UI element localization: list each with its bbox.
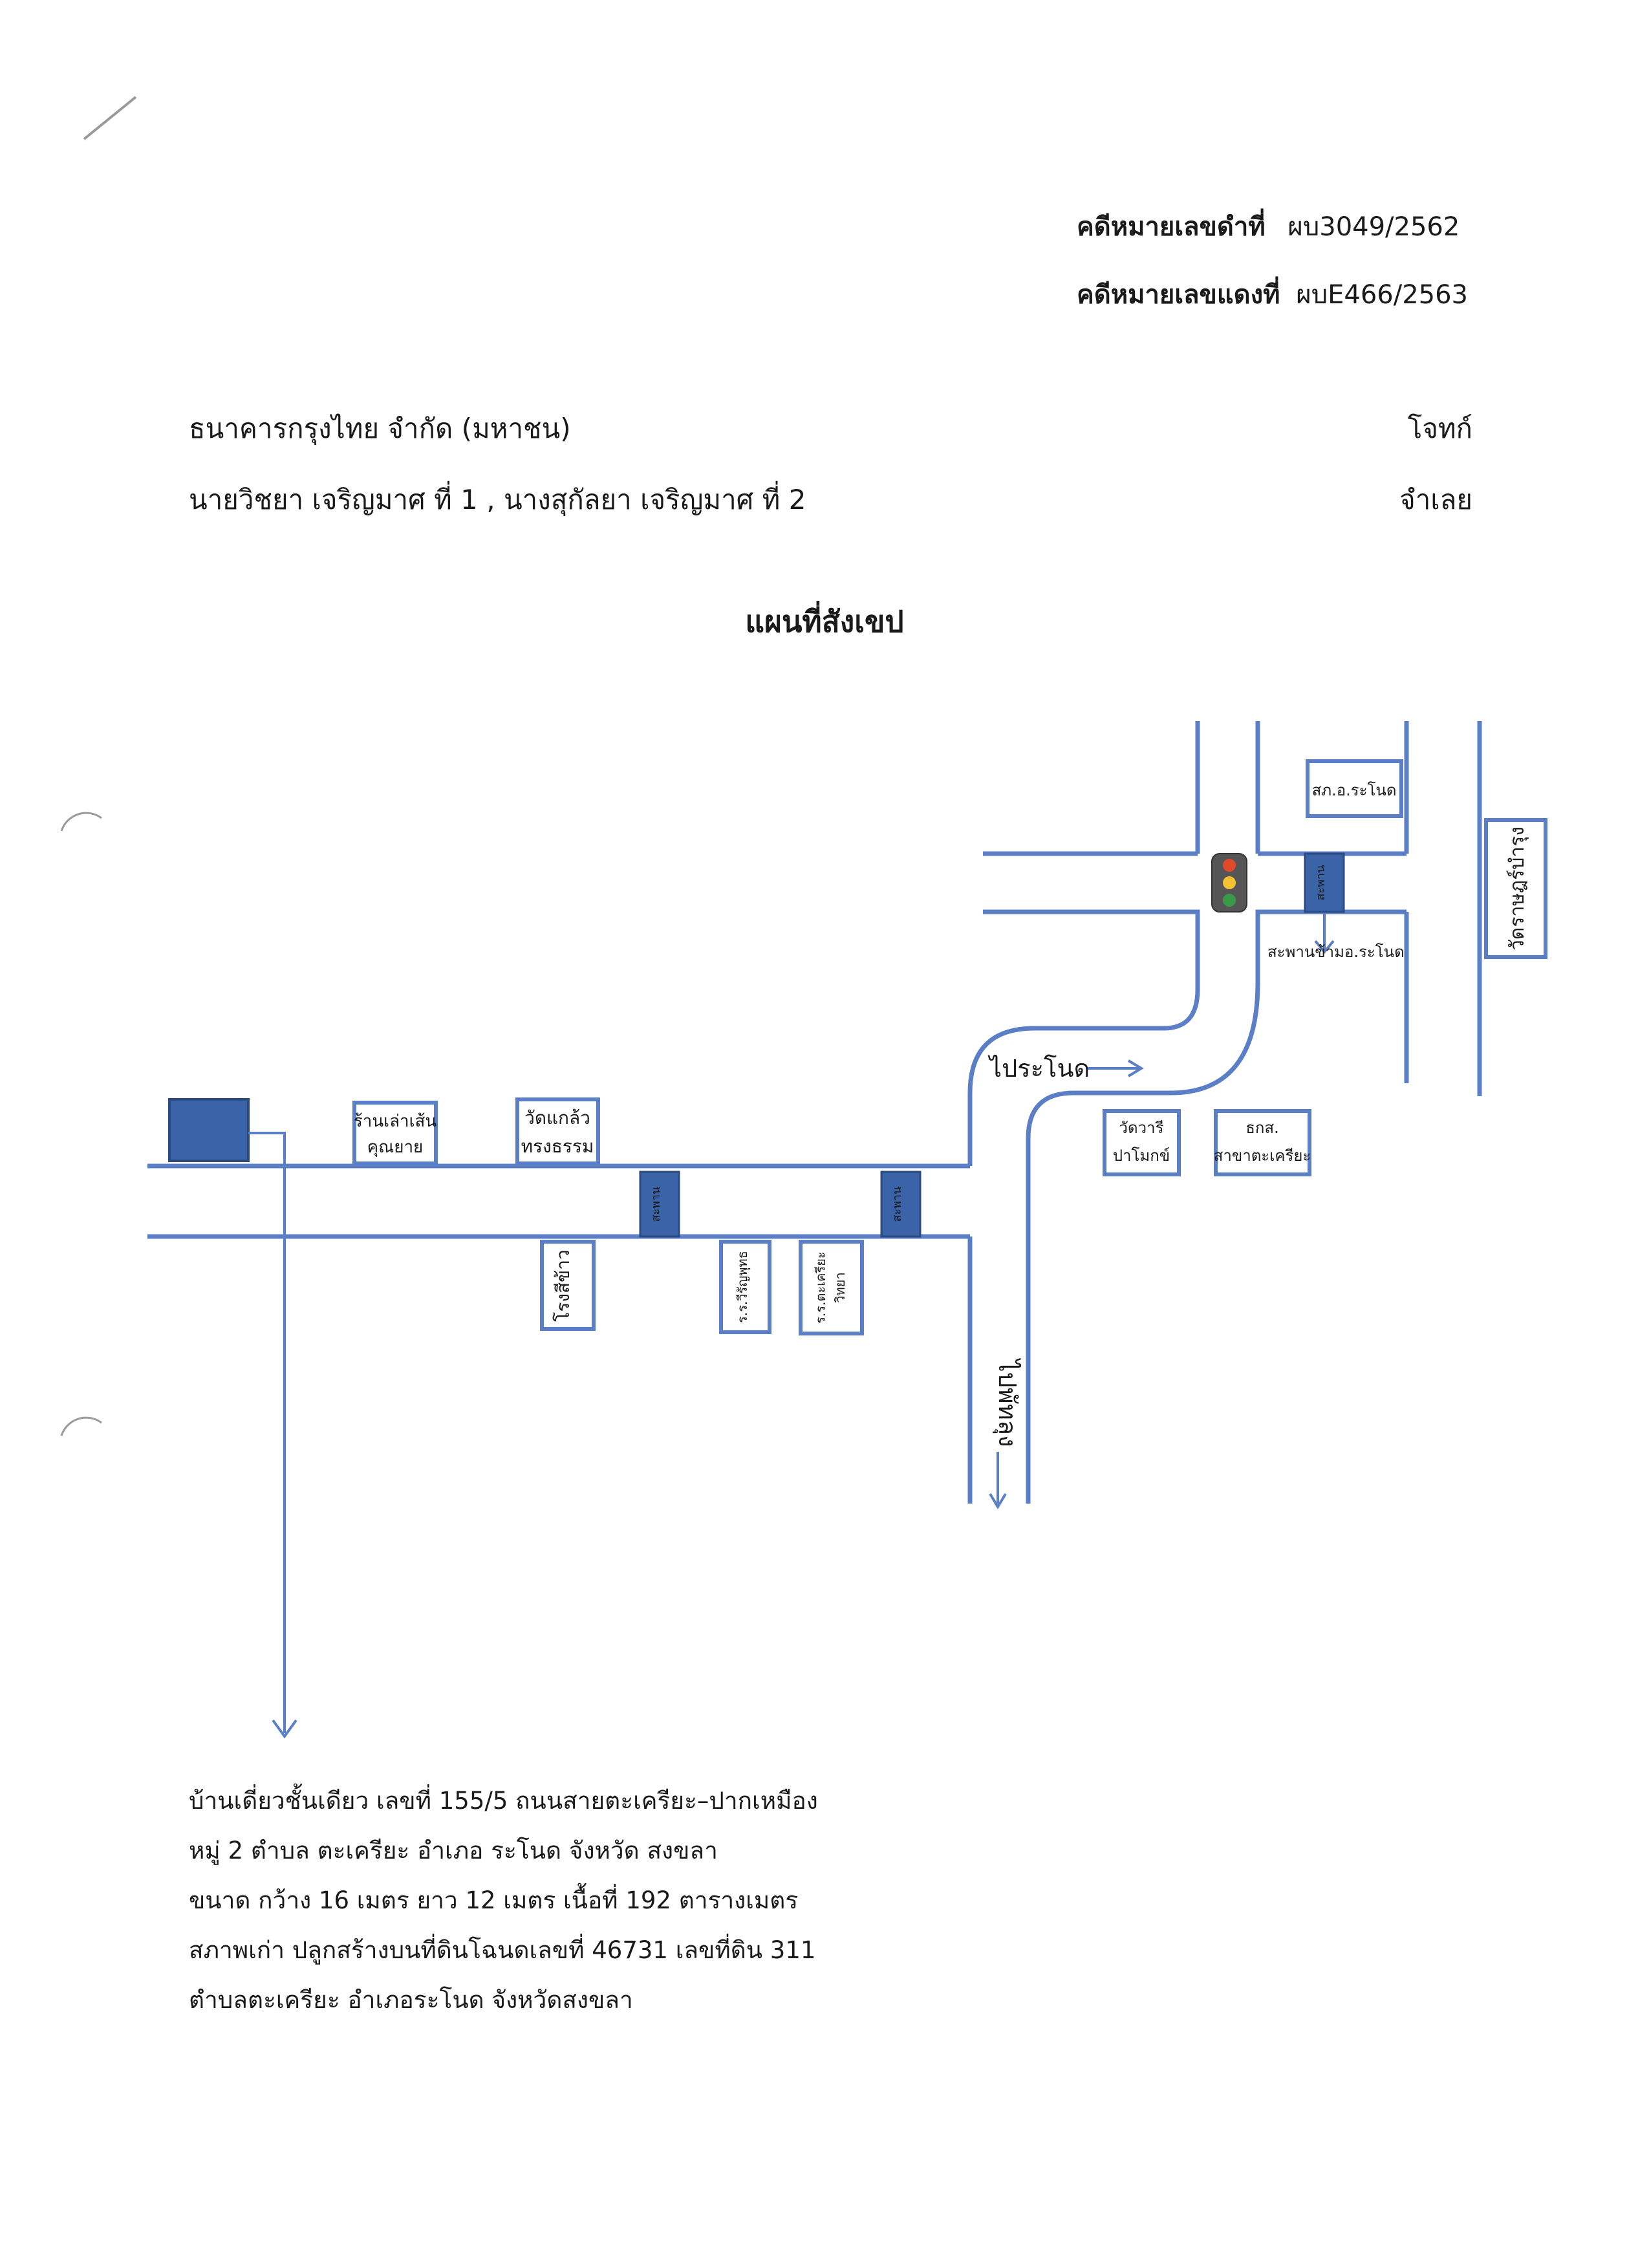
noodle-shop-label-2: คุณยาย: [367, 1138, 424, 1157]
red-case-label: คดีหมายเลขแดงที่: [1077, 280, 1280, 310]
school-2-label-2: วิทยา: [832, 1272, 848, 1302]
red-case-value: ผบE466/2563: [1296, 280, 1469, 310]
temple-label-1: วัดแกล้ว: [524, 1107, 590, 1129]
school-1-box: [719, 1240, 771, 1334]
baac-box: [1214, 1109, 1311, 1176]
house-pointer-arrow-head: [272, 1719, 297, 1739]
police-station-box: [1306, 759, 1403, 818]
black-case-number: คดีหมายเลขดำที่ ผบ3049/2562: [1077, 206, 1460, 247]
defendants-names: นายวิชยา เจริญมาศ ที่ 1 , นางสุกัลยา เจร…: [189, 484, 806, 515]
description-line-5: ตำบลตะเครียะ อำเภอระโนด จังหวัดสงขลา: [189, 1986, 633, 2014]
road-inner-curve: [1026, 909, 1406, 1504]
school-1-label: ร.ร.วีรัญพุทธ: [735, 1251, 751, 1323]
plaintiff-name: ธนาคารกรุงไทย จำกัด (มหาชน): [189, 413, 571, 444]
to-phatthalung-label: ไปพัทลุง: [993, 1357, 1022, 1447]
description-line-4: สภาพเก่า ปลูกสร้างบนที่ดินโฉนดเลขที่ 467…: [189, 1936, 816, 1964]
rice-mill-label: โรงสีข้าว: [552, 1249, 574, 1321]
description-line-3: ขนาด กว้าง 16 เมตร ยาว 12 เมตร เนื้อที่ …: [189, 1886, 799, 1914]
punch-hole-top: [60, 812, 102, 832]
house-pointer-line: [248, 1132, 286, 1733]
temple-box: [515, 1097, 600, 1165]
defendants-role: จำเลย: [1399, 484, 1472, 515]
bridge-ranot-label: สะพาน: [1314, 865, 1328, 901]
punch-hole-bottom: [60, 1416, 102, 1436]
description-line-2: หมู่ 2 ตำบล ตะเครียะ อำเภอ ระโนด จังหวัด…: [189, 1837, 718, 1864]
house-marker-icon: [168, 1098, 250, 1162]
staple-mark: [83, 96, 137, 140]
school-2-box: [799, 1240, 864, 1335]
red-case-number: คดีหมายเลขแดงที่ ผบE466/2563: [1077, 274, 1468, 315]
description-line-1: บ้านเดี่ยวชั้นเดียว เลขที่ 155/5 ถนนสายต…: [189, 1787, 818, 1815]
school-2-label-1: ร.ร.ตะเครียะ: [813, 1251, 828, 1323]
rice-mill-box: [540, 1240, 596, 1331]
black-case-label: คดีหมายเลขดำที่: [1077, 212, 1266, 242]
bridge-ranot: [1304, 852, 1345, 913]
bridge-ranot-arrow-head: [1314, 940, 1335, 955]
to-ranot-label: ไประโนด: [987, 1054, 1090, 1083]
baac-label-1: ธกส.: [1245, 1119, 1278, 1137]
road-to-ranot-outer: [967, 909, 1200, 1166]
map-title: แผนที่สังเขป: [745, 604, 904, 639]
bridge-ranot-caption: สะพานข้ามอ.ระโนด: [1267, 943, 1405, 961]
bridge-1-label: สะพาน: [649, 1187, 663, 1222]
black-case-value: ผบ3049/2562: [1288, 212, 1460, 242]
wat-rat-box: [1484, 818, 1547, 959]
wat-wari-label-1: วัดวารี: [1119, 1119, 1164, 1137]
plaintiff-role: โจทก์: [1407, 413, 1472, 444]
police-station-label: สภ.อ.ระโนด: [1312, 781, 1397, 799]
temple-label-2: ทรงธรรม: [521, 1136, 594, 1157]
noodle-shop-label-1: ร้านเล่าเส้น: [354, 1112, 437, 1131]
wat-wari-box: [1103, 1109, 1181, 1176]
noodle-shop-box: [352, 1101, 438, 1165]
wat-rat-label: วัดราษฎร์บำรุง: [1506, 826, 1529, 951]
baac-label-2: สาขาตะเครียะ: [1214, 1147, 1311, 1165]
traffic-light-icon: [1211, 853, 1247, 913]
to-phatthalung-arrow-head: [989, 1493, 1007, 1509]
to-ranot-arrow-head: [1127, 1059, 1144, 1077]
bridge-1: [639, 1171, 680, 1238]
wat-wari-label-2: ปาโมกข์: [1113, 1147, 1170, 1165]
bridge-2: [880, 1171, 921, 1238]
bridge-2-label: สะพาน: [890, 1187, 904, 1222]
